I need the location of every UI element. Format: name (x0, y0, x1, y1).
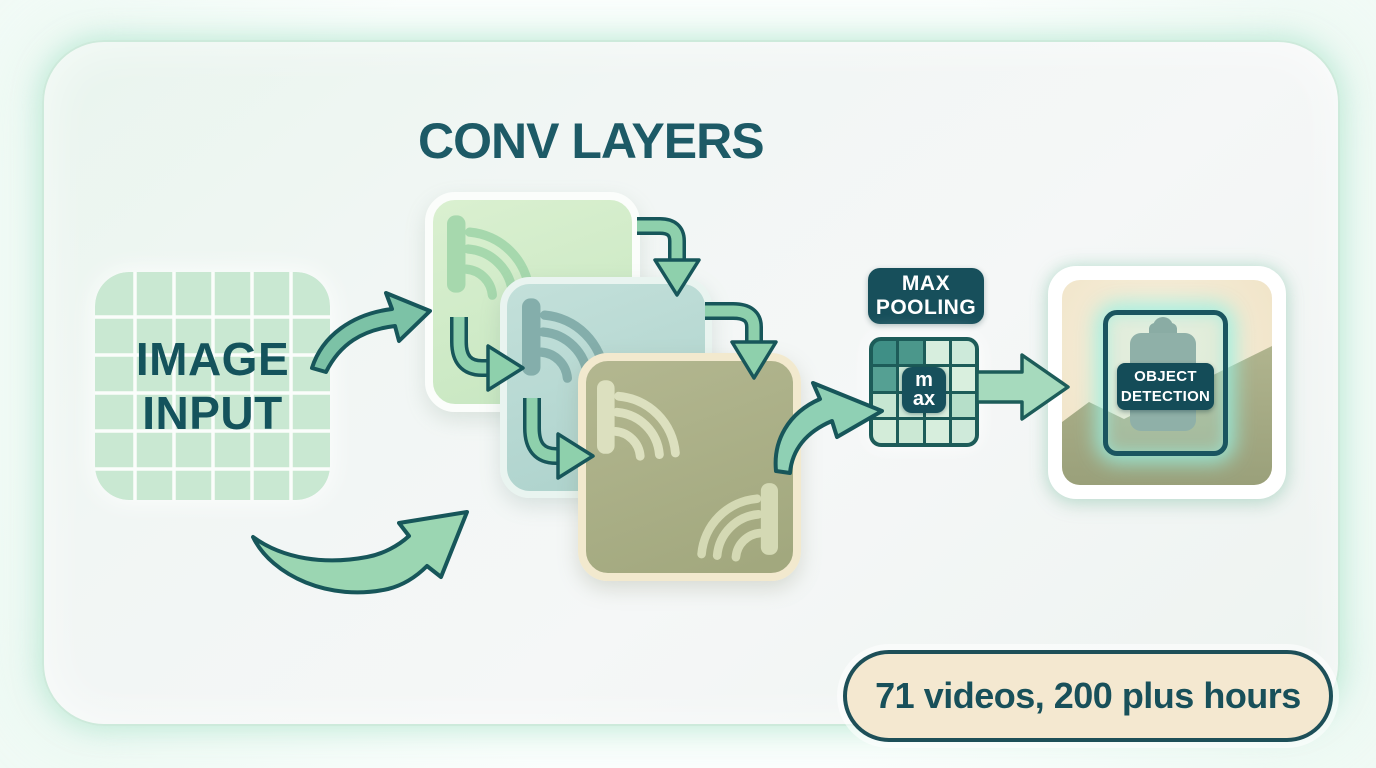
pool-cell (873, 341, 897, 365)
detection-photo: OBJECT DETECTION (1062, 280, 1272, 485)
feature-signal-icon (597, 380, 680, 461)
feature-signal-icon (697, 483, 778, 562)
pool-cell (873, 393, 897, 417)
max-chip-line1: m (915, 369, 933, 391)
pool-cell (925, 341, 949, 365)
image-input-label: IMAGE INPUT (95, 272, 330, 500)
pool-cell (899, 419, 923, 443)
max-pooling-label: MAX POOLING (868, 268, 984, 324)
max-pooling-node: m ax (869, 337, 979, 447)
diagram-title: CONV LAYERS (418, 113, 765, 169)
detection-frame: OBJECT DETECTION (1103, 310, 1228, 456)
max-pooling-line1: MAX (901, 271, 951, 295)
image-input-node: IMAGE INPUT (95, 272, 330, 500)
object-detection-card: OBJECT DETECTION (1048, 266, 1286, 499)
stats-badge-text: 71 videos, 200 plus hours (875, 675, 1301, 716)
image-input-line2: INPUT (142, 387, 283, 439)
pool-cell (951, 419, 975, 443)
pool-cell (925, 419, 949, 443)
stats-badge: 71 videos, 200 plus hours (843, 650, 1333, 742)
image-input-line1: IMAGE (135, 332, 290, 385)
pool-cell (951, 367, 975, 391)
object-detection-line1: OBJECT (1134, 368, 1197, 385)
object-detection-line2: DETECTION (1120, 387, 1211, 405)
pool-cell (951, 393, 975, 417)
max-chip: m ax (902, 367, 946, 413)
max-pooling-line2: POOLING (875, 296, 977, 319)
conv-layer-3 (578, 353, 801, 581)
pool-cell (899, 341, 923, 365)
image-input-grid-icon (95, 272, 330, 500)
object-detection-label: OBJECT DETECTION (1117, 363, 1214, 410)
pool-cell (873, 419, 897, 443)
max-chip-line2: ax (912, 388, 936, 410)
pool-cell (951, 341, 975, 365)
pool-cell (873, 367, 897, 391)
